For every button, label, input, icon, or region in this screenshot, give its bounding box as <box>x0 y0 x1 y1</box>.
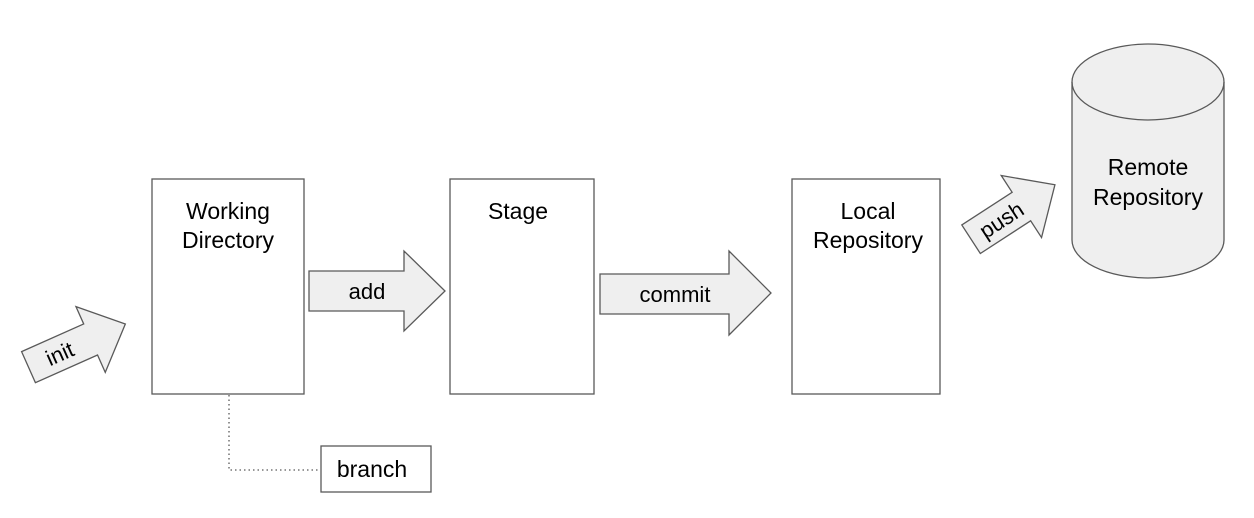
working-directory-label-line2: Directory <box>182 227 275 253</box>
init-arrow: init <box>20 305 127 384</box>
working-directory-label-line1: Working <box>186 198 270 224</box>
commit-arrow: commit <box>599 249 772 337</box>
remote-repository-node: Remote Repository <box>1071 43 1225 279</box>
branch-node: branch <box>320 445 432 493</box>
local-repository-node: Local Repository <box>791 178 941 395</box>
branch-connector <box>228 395 321 471</box>
add-label: add <box>349 279 386 304</box>
stage-node: Stage <box>449 178 595 395</box>
remote-repository-label-line2: Repository <box>1093 184 1203 210</box>
working-directory-node: Working Directory <box>151 178 305 395</box>
local-repository-label-line1: Local <box>841 198 896 224</box>
branch-label: branch <box>337 456 407 482</box>
push-arrow: push <box>960 174 1056 255</box>
stage-label: Stage <box>488 198 548 224</box>
add-arrow: add <box>308 249 446 333</box>
remote-repository-label-line1: Remote <box>1108 154 1189 180</box>
local-repository-label-line2: Repository <box>813 227 923 253</box>
commit-label: commit <box>640 282 711 307</box>
